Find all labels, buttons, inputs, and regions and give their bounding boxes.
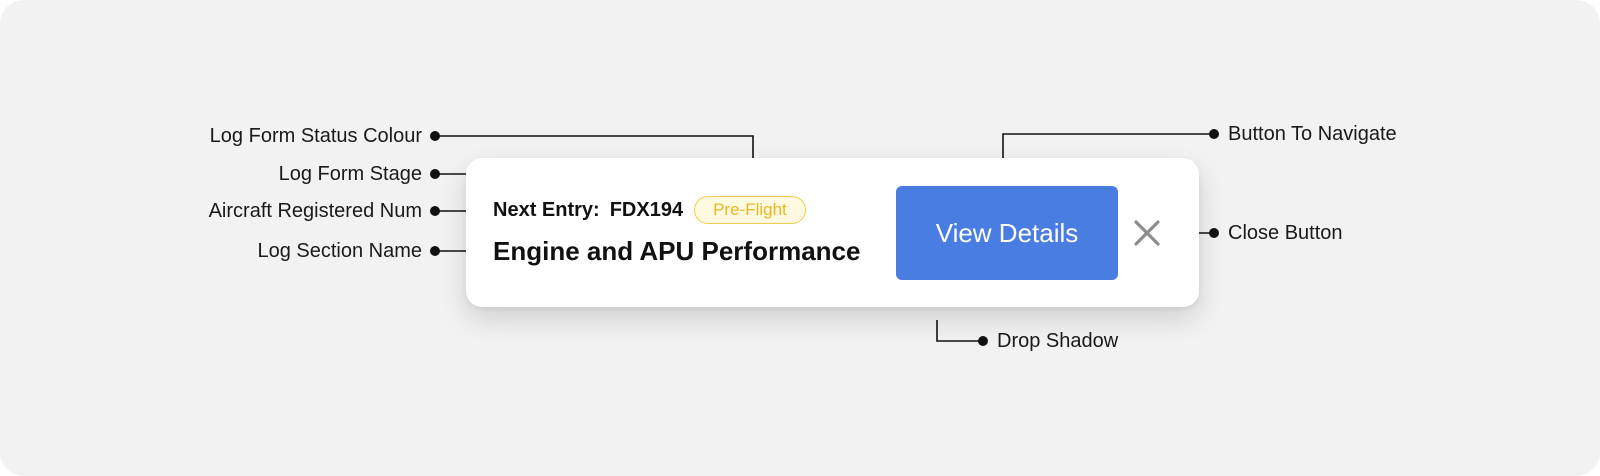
dot-status-colour xyxy=(430,131,440,141)
close-button[interactable] xyxy=(1130,216,1164,250)
stage-badge: Pre-Flight xyxy=(694,196,806,224)
entry-row: Next Entry: FDX194 Pre-Flight xyxy=(493,196,806,224)
log-section-title: Engine and APU Performance xyxy=(493,236,861,266)
label-form-stage: Log Form Stage xyxy=(278,163,422,185)
dot-aircraft-reg xyxy=(430,206,440,216)
label-drop-shadow: Drop Shadow xyxy=(997,330,1119,352)
label-close-button: Close Button xyxy=(1228,222,1343,244)
entry-prefix: Next Entry: xyxy=(493,198,600,221)
aircraft-registration: FDX194 xyxy=(609,198,684,221)
label-navigate-button: Button To Navigate xyxy=(1228,123,1397,145)
dot-section-name xyxy=(430,246,440,256)
label-aircraft-reg: Aircraft Registered Num xyxy=(208,200,422,222)
dot-drop-shadow xyxy=(978,336,988,346)
view-details-button[interactable]: View Details xyxy=(896,186,1118,280)
next-entry-card: Next Entry: FDX194 Pre-Flight Engine and… xyxy=(466,158,1199,307)
close-icon xyxy=(1134,220,1160,246)
dot-close-button xyxy=(1209,228,1219,238)
connector-drop-shadow xyxy=(936,320,983,342)
label-status-colour: Log Form Status Colour xyxy=(209,125,422,147)
dot-navigate-button xyxy=(1209,129,1219,139)
label-section-name: Log Section Name xyxy=(257,240,422,262)
dot-form-stage xyxy=(430,169,440,179)
